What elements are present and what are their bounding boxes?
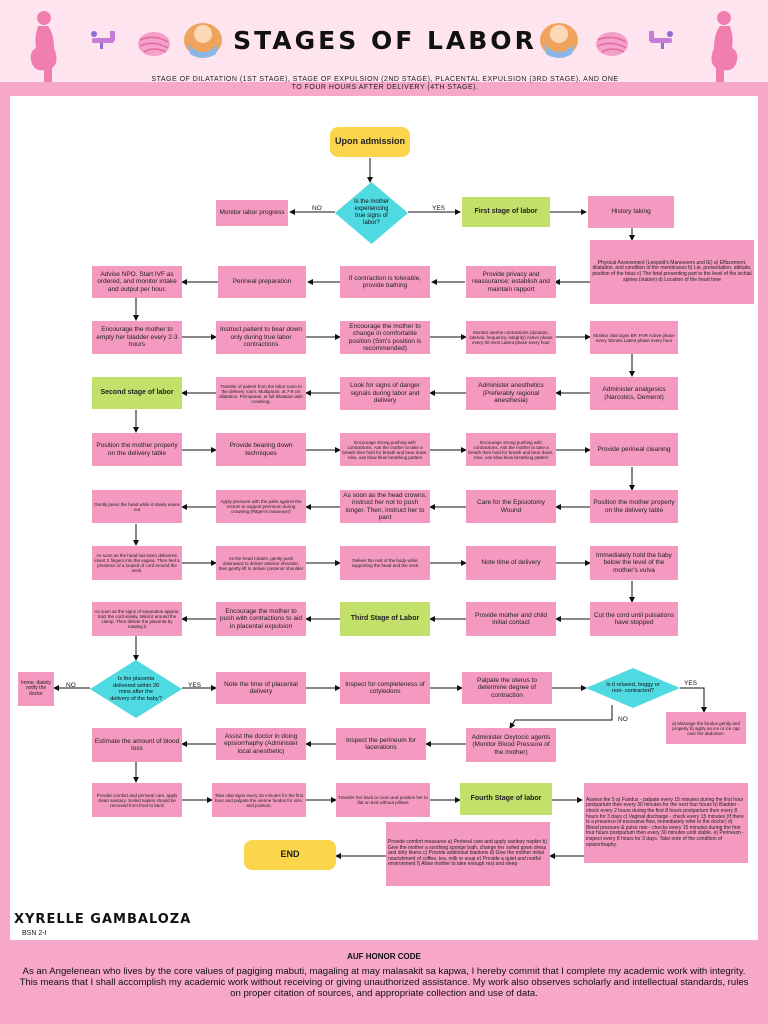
transfer-back-to-room: Transfer her back to room and position h… [336,783,430,817]
swaddled-baby-icon [540,23,578,58]
no-label: NO [66,682,76,689]
assess-five-parameters: Assess the 5 a) Fundus - palpate every 1… [584,783,748,863]
privacy-reassurance: Provide privacy and reassurance; establi… [466,266,556,298]
yarn-ball-icon [138,32,170,56]
reposition-mother: Position the mother properly on the deli… [590,490,678,523]
page-title: STAGES OF LABOR [233,26,537,55]
dental-chair-icon [91,31,115,49]
header-banner: STAGES OF LABOR [0,0,768,82]
massage-fundus: a) Massage the fundus gently and properl… [666,712,746,744]
decision-diamond [335,182,408,244]
empty-bladder-step: Encourage the mother to empty her bladde… [92,321,182,354]
position-on-delivery-table: Position the mother properly on the deli… [92,433,182,466]
episiotomy-care: Care for the Episiotomy Wound [466,490,556,523]
dental-chair-icon [649,31,673,49]
bearing-down-techniques: Provide bearing down techniques [216,433,306,466]
first-stage-label: First stage of labor [462,197,550,227]
placental-delivery-time: Note the time of placental delivery [216,672,306,704]
perineal-preparation: Perineal preparation [218,266,306,298]
no-label: NO [618,716,628,723]
inspect-cotyledons: Inspect for completeness of cotyledons [340,672,430,704]
comfort-measures: Provide comfort measures a) Perineal car… [386,822,550,886]
bathing-step: If contraction is tolerable, provide bat… [340,266,430,298]
decision-diamond [90,660,182,718]
press-head-step: Gently press the head while it slowly ea… [92,490,182,523]
fourth-stage-label: Fourth Stage of labor [460,783,552,815]
estimate-blood-loss: Estimate the amount of blood loss [92,728,182,762]
page-subtitle: STAGE OF DILATATION (1ST STAGE), STAGE O… [151,76,619,91]
third-stage-label: Third Stage of Labor [340,602,430,636]
notify-doctor: Imme- diately notify the doctor [18,672,54,706]
danger-signs-step: Look for signs of danger signals during … [340,377,430,410]
course-section: BSN 2-I [22,930,47,937]
encourage-pushing: Encourage strong pushing with contractio… [340,433,430,466]
monitor-labor-progress: Monitor labor progress [216,200,288,226]
assist-episiorrhaphy: Assist the doctor in doing episiorrhaphy… [216,728,306,760]
comfort-perineal-care: Provide comfort and perineal care, apply… [92,783,182,817]
head-crowns-step: As soon as the head crowns, instruct her… [340,490,430,523]
placenta-separation: As soon as the signs of separation appea… [92,602,182,636]
administer-anesthetics: Administer anesthetics (Preferably regio… [466,377,556,410]
history-taking: History taking [588,196,674,228]
administer-oxytocic: Administer Oxytocic agents (Monitor Bloo… [466,728,556,762]
no-label: NO [312,205,322,212]
comfortable-position: Encourage the mother to change in comfor… [340,321,430,354]
nuchal-cord-check: As soon as the head has been delivered, … [92,546,182,580]
pregnant-silhouette-icon [30,11,57,82]
pregnant-silhouette-icon [711,11,738,82]
vital-signs-every-15: Take vital signs every 15 minutes for th… [212,783,306,817]
upon-admission-terminal: Upon admission [330,127,410,157]
honor-code-text: As an Angelenean who lives by the core v… [19,966,749,999]
npo-ivf-step: Advise NPO. Start IVF as ordered, and mo… [92,266,182,298]
bear-down-instruction: Instruct patient to bear down only durin… [216,321,306,354]
end-terminal: END [244,840,336,870]
yes-label: YES [432,205,446,212]
mother-child-contact: Provide mother and child initial contact [466,602,556,636]
uterus-relaxed-question: Is it relaxed, boggy or non- contracted? [606,681,660,695]
yes-label: YES [684,680,698,687]
author-name: XYRELLE GAMBALOZA [14,912,192,927]
swaddled-baby-icon [184,23,222,58]
inspect-perineum: Inspect the perineum for lacerations [336,728,426,760]
apply-perineal-pressure: Apply pressure with the palm against the… [216,490,306,523]
monitor-vital-signs: Monitor vital signs BP, FHR Active phase… [590,321,678,354]
palpate-uterus: Palpate the uterus to determine degree o… [462,672,552,704]
transfer-to-delivery-room: Transfer of patient from the labor room … [216,377,306,410]
yes-label: YES [188,682,202,689]
deliver-body: Deliver the rest of the body while suppo… [340,546,430,580]
note-delivery-time: Note time of delivery [466,546,556,580]
honor-code-title: AUF HONOR CODE [347,952,421,961]
yarn-ball-icon [596,32,628,56]
monitor-contractions: Monitor uterine contractions (duration, … [466,321,556,354]
perineal-cleaning: Provide perineal cleaning [590,433,678,466]
push-for-placenta: Encourage the mother to push with contra… [216,602,306,636]
true-labor-question: Is the mother experiencing true signs of… [353,199,389,226]
physical-assessment: Physical Assessment (Leopold's Maneuvers… [590,240,754,304]
decision-diamond [586,668,680,708]
encourage-pushing: Encourage strong pushing with contractio… [466,433,556,466]
placenta-question: Is the placenta delivered within 20 mins… [110,676,162,702]
second-stage-label: Second stage of labor [92,377,182,409]
cut-cord-step: Cut the cord until pulsations have stopp… [590,602,678,636]
administer-analgesics: Administer analgesics (Narcotics, Demero… [590,377,678,410]
deliver-shoulders: As the head rotates, gently push downwar… [216,546,306,580]
hold-baby-step: Immediately hold the baby below the leve… [590,546,678,580]
